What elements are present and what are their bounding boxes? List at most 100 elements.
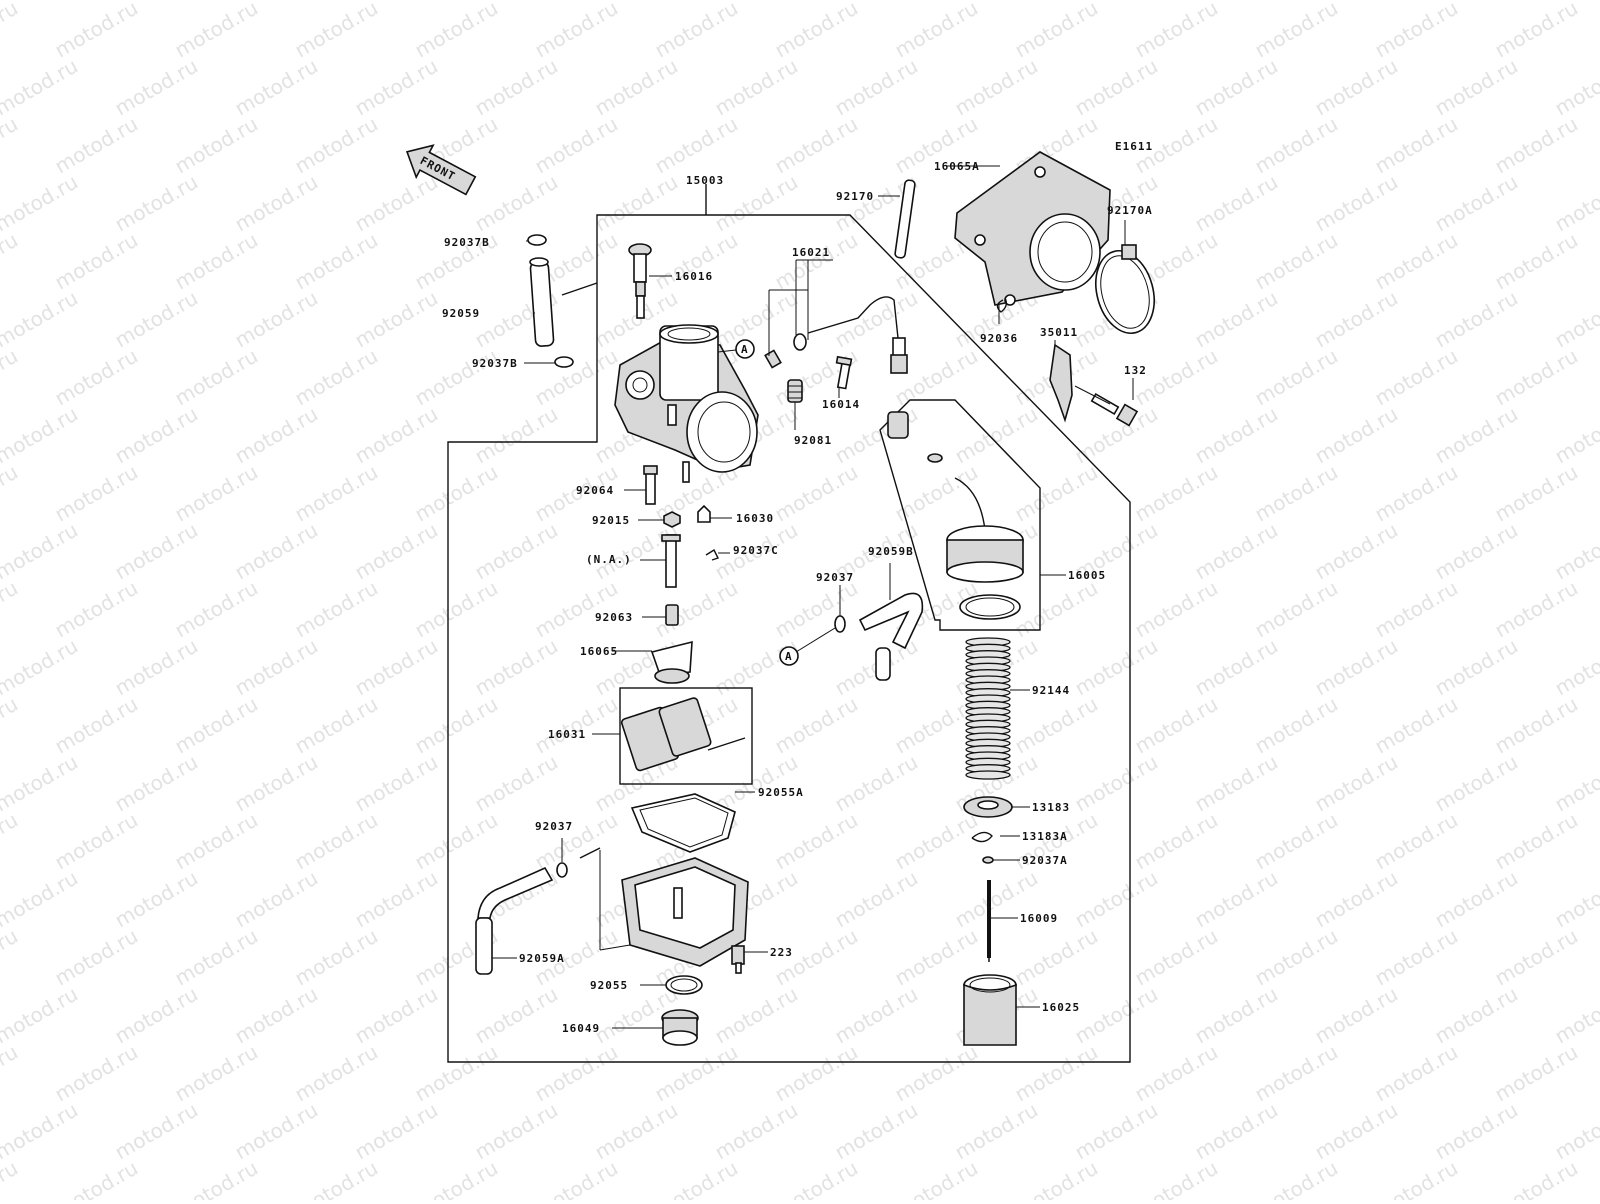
ring-92037a <box>983 857 993 863</box>
watermark-text: motod.ru <box>1491 576 1582 643</box>
label-92037b-mid: 92037B <box>472 357 518 370</box>
watermark-text: motod.ru <box>1011 924 1102 991</box>
watermark-text: motod.ru <box>231 1098 322 1165</box>
watermark-text: motod.ru <box>711 982 802 1049</box>
watermark-text: motod.ru <box>1431 518 1522 585</box>
watermark-text: motod.ru <box>651 1040 742 1107</box>
watermark-text: motod.ru <box>51 228 142 295</box>
label-92037b-top: 92037B <box>444 236 490 249</box>
watermark-text: motod.ru <box>711 54 802 121</box>
watermark-text: motod.ru <box>51 808 142 875</box>
watermark-text: motod.ru <box>1371 344 1462 411</box>
watermark-text: motod.ru <box>1371 112 1462 179</box>
watermark-text: motod.ru <box>1551 866 1600 933</box>
watermark-text: motod.ru <box>1371 228 1462 295</box>
watermark-text: motod.ru <box>471 634 562 701</box>
watermark-text: motod.ru <box>0 982 82 1049</box>
watermark-text: motod.ru <box>1251 1040 1342 1107</box>
watermark-text: motod.ru <box>351 634 442 701</box>
watermark-text: motod.ru <box>411 692 502 759</box>
watermark-text: motod.ru <box>171 344 262 411</box>
watermark-text: motod.ru <box>0 808 22 875</box>
watermark-text: motod.ru <box>771 228 862 295</box>
watermark-text: motod.ru <box>1251 692 1342 759</box>
watermark-text: motod.ru <box>0 112 22 179</box>
label-132: 132 <box>1124 364 1147 377</box>
watermark-text: motod.ru <box>1311 402 1402 469</box>
watermark-text: motod.ru <box>471 1098 562 1165</box>
watermark-text: motod.ru <box>0 286 82 353</box>
watermark-text: motod.ru <box>591 1098 682 1165</box>
watermark-text: motod.ru <box>351 170 442 237</box>
watermark-text: motod.ru <box>291 924 382 991</box>
watermark-text: motod.ru <box>1371 924 1462 991</box>
watermark-text: motod.ru <box>351 402 442 469</box>
watermark-text: motod.ru <box>891 1040 982 1107</box>
watermark-text: motod.ru <box>0 170 82 237</box>
spring-coil <box>966 771 1010 779</box>
watermark-text: motod.ru <box>171 460 262 527</box>
watermark-text: motod.ru <box>291 576 382 643</box>
seat-13183 <box>964 797 1012 817</box>
watermark-text: motod.ru <box>831 54 922 121</box>
watermark-text: motod.ru <box>0 692 22 759</box>
watermark-text: motod.ru <box>1251 344 1342 411</box>
watermark-text: motod.ru <box>171 1040 262 1107</box>
watermark-text: motod.ru <box>171 1156 262 1200</box>
watermark-text: motod.ru <box>891 0 982 62</box>
diagram-code: E1611 <box>1115 140 1153 153</box>
watermark-text: motod.ru <box>1131 460 1222 527</box>
label-35011: 35011 <box>1040 326 1078 339</box>
watermark-text: motod.ru <box>951 1098 1042 1165</box>
watermark-text: motod.ru <box>1371 0 1462 62</box>
watermark-text: motod.ru <box>1431 1098 1522 1165</box>
watermark-text: motod.ru <box>51 924 142 991</box>
watermark-text: motod.ru <box>0 0 22 62</box>
watermark-text: motod.ru <box>111 1098 202 1165</box>
label-92170: 92170 <box>836 190 874 203</box>
watermark-text: motod.ru <box>111 750 202 817</box>
watermark-text: motod.ru <box>351 54 442 121</box>
watermark-text: motod.ru <box>1311 286 1402 353</box>
watermark-text: motod.ru <box>231 286 322 353</box>
watermark-text: motod.ru <box>1551 54 1600 121</box>
watermark-text: motod.ru <box>831 286 922 353</box>
watermark-text: motod.ru <box>51 692 142 759</box>
watermark-text: motod.ru <box>1251 808 1342 875</box>
watermark-text: motod.ru <box>1371 1040 1462 1107</box>
watermark-text: motod.ru <box>1371 460 1462 527</box>
watermark-text: motod.ru <box>471 170 562 237</box>
watermark-text: motod.ru <box>231 54 322 121</box>
label-92037-mid: 92037 <box>816 571 854 584</box>
watermark-text: motod.ru <box>1371 576 1462 643</box>
watermark-text: motod.ru <box>111 402 202 469</box>
label-16014: 16014 <box>822 398 860 411</box>
watermark-text: motod.ru <box>1311 750 1402 817</box>
watermark-text: motod.ru <box>1191 750 1282 817</box>
watermark-text: motod.ru <box>471 54 562 121</box>
screw-223 <box>732 946 744 973</box>
watermark-text: motod.ru <box>531 0 622 62</box>
watermark-text: motod.ru <box>591 54 682 121</box>
label-16009: 16009 <box>1020 912 1058 925</box>
label-92037a: 92037A <box>1022 854 1068 867</box>
watermark-text: motod.ru <box>771 1156 862 1200</box>
label-92081: 92081 <box>794 434 832 447</box>
watermark-text: motod.ru <box>1131 576 1222 643</box>
watermark-text: motod.ru <box>1011 1156 1102 1200</box>
watermark-text: motod.ru <box>351 1098 442 1165</box>
label-16025: 16025 <box>1042 1001 1080 1014</box>
label-92059: 92059 <box>442 307 480 320</box>
watermark-text: motod.ru <box>411 1156 502 1200</box>
label-92063: 92063 <box>595 611 633 624</box>
label-16005: 16005 <box>1068 569 1106 582</box>
watermark-text: motod.ru <box>1131 344 1222 411</box>
watermark-text: motod.ru <box>1431 982 1522 1049</box>
spring-92081 <box>788 380 802 402</box>
watermark-text: motod.ru <box>1071 866 1162 933</box>
watermark-text: motod.ru <box>171 692 262 759</box>
watermark-text: motod.ru <box>351 750 442 817</box>
watermark-text: motod.ru <box>771 460 862 527</box>
label-16065a: 16065A <box>934 160 980 173</box>
clip-92037-mid <box>835 616 845 632</box>
